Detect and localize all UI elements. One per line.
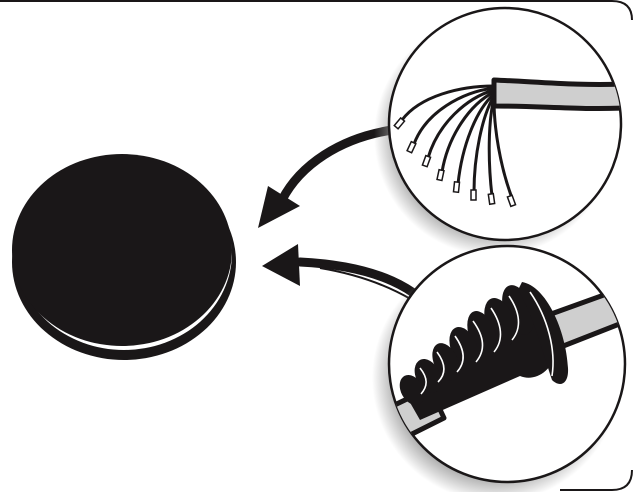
cable-sheath-icon <box>491 77 621 112</box>
strain-relief-detail <box>372 244 627 492</box>
panel-border <box>0 0 633 21</box>
black-disc <box>12 154 236 360</box>
stripped-wires-detail <box>374 6 623 256</box>
panel-border-bottom <box>560 469 633 491</box>
arrow-upper <box>258 125 397 228</box>
